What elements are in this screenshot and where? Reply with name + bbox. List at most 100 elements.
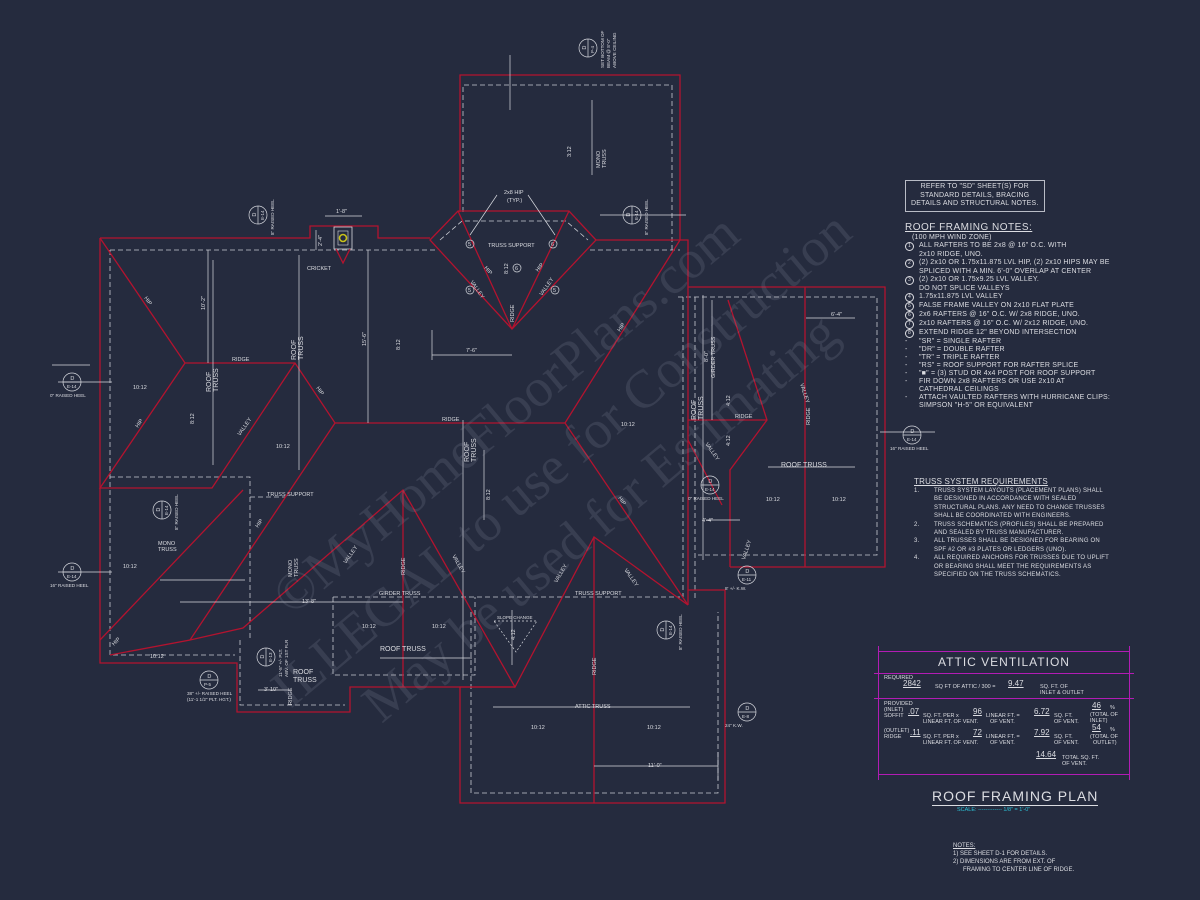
truss-requirements-heading: TRUSS SYSTEM REQUIREMENTS — [914, 477, 1048, 486]
note-number: 4. — [914, 555, 920, 562]
note-text: TRUSS SCHEMATICS (PROFILES) SHALL BE PRE… — [934, 521, 1104, 528]
dimension-label: 3'-10" — [264, 687, 278, 693]
note-marks: 5 6 6 5 5 6 — [465, 239, 560, 295]
pitch-label: 10:12 — [432, 624, 446, 630]
hip-label: HIP — [482, 265, 493, 276]
callout-detail: D — [582, 46, 588, 50]
note-number: 3. — [914, 538, 920, 545]
note-marker: 1. — [914, 487, 934, 495]
note-text: SPECIFIED ON THE TRUSS SCHEMATICS. — [934, 572, 1061, 579]
callout-note: 16" RAISED HEEL — [890, 446, 929, 451]
note-text: OR BEARING SHALL MEET THE REQUIREMENTS A… — [934, 563, 1092, 570]
hip-label: HIP — [111, 636, 122, 647]
callout-note: 8" RAISED HEEL — [174, 494, 179, 530]
note-text: FIR DOWN 2x8 RAFTERS OR USE 2x10 AT — [919, 378, 1066, 385]
ridge-label: RIDGE — [442, 417, 460, 423]
note-number: - — [905, 354, 908, 361]
callout-sheet: E-14 — [260, 210, 265, 220]
ridge-label: RIDGE — [232, 357, 250, 363]
note-marker: - — [905, 378, 919, 386]
ridge-text: LINEAR FT. = — [986, 734, 1020, 740]
dimension-label: 13'-8" — [302, 599, 316, 605]
ridge-percent: 54 — [1092, 723, 1101, 732]
total-vent-text: OF VENT. — [1062, 761, 1087, 767]
required-label: REQUIRED — [884, 675, 914, 681]
pitch-label: 4:12 — [511, 629, 517, 640]
callout-sheet: P-4 — [590, 46, 595, 54]
dimension-label: 11'-0" — [648, 763, 662, 769]
note-item: SPLICED WITH A MIN. 6'-0" OVERLAP AT CEN… — [905, 268, 1110, 276]
hip-callout-leaders — [469, 194, 556, 236]
refer-line: DETAILS AND STRUCTURAL NOTES. — [911, 200, 1039, 207]
hip-callout-typ: (TYP.) — [507, 198, 522, 204]
roof-text: ROOF — [291, 340, 298, 360]
note-marker — [905, 285, 919, 293]
pitch-label: 10:12 — [276, 444, 290, 450]
note-text: "■" = (3) STUD OR 4x4 POST FOR ROOF SUPP… — [919, 370, 1096, 377]
ridge-text: (TOTAL OF — [1090, 734, 1119, 740]
note-text: EXTEND RIDGE 12" BEYOND INTERSECTION — [919, 329, 1077, 336]
hip-label: HIP — [617, 322, 627, 333]
roof-notes-heading: ROOF FRAMING NOTES: — [905, 222, 1033, 233]
note-text: DO NOT SPLICE VALLEYS — [919, 285, 1010, 292]
callout-note: SET BOTTOM OF — [600, 30, 605, 68]
soffit-text: OF VENT. — [1054, 719, 1079, 725]
truss-text: TRUSS — [158, 547, 177, 553]
pitch-label: 8:12 — [190, 413, 196, 424]
note-item: -"DR" = DOUBLE RAFTER — [905, 346, 1110, 354]
attic-ventilation-table: ATTIC VENTILATION REQUIRED 2842 SQ FT OF… — [874, 646, 1134, 780]
mono-truss-label: MONO TRUSS — [158, 541, 177, 553]
pitch-label: 3:12 — [567, 146, 573, 157]
note-text: FALSE FRAME VALLEY ON 2x10 FLAT PLATE — [919, 302, 1074, 309]
dimension-label: 2'-4" — [318, 235, 324, 246]
callout-detail: D — [745, 569, 749, 575]
callout-sheet: E-14 — [907, 437, 917, 442]
dimension-label: 6'-4" — [831, 312, 842, 318]
note-mark: 6 — [551, 242, 554, 248]
girder-truss-label: GIRDER TRUSS — [379, 591, 421, 597]
ridge-label: RIDGE — [735, 414, 753, 420]
soffit-text: OF VENT. — [990, 719, 1015, 725]
callout-note: (11'-1 1/2" PLT. HGT.) — [187, 697, 231, 702]
callout-detail: D — [70, 376, 74, 382]
note-marker: 4 — [905, 293, 919, 302]
roof-text: ROOF — [293, 669, 313, 676]
soffit-label: SOFFIT — [884, 713, 904, 719]
note-marker — [905, 268, 919, 276]
note-text: SPLICED WITH A MIN. 6'-0" OVERLAP AT CEN… — [919, 268, 1092, 275]
note-marker: 8 — [905, 329, 919, 338]
note-text: (2) 2x10 OR 1.75x9.25 LVL VALLEY. — [919, 276, 1039, 283]
dimension-label: 8'-0" — [704, 351, 710, 362]
roof-truss-label: ROOF TRUSS — [380, 646, 426, 653]
ridge-vent-label: (OUTLET) — [884, 728, 910, 734]
pitch-label: 8:12 — [504, 263, 510, 274]
ridge-sqft: 7.92 — [1034, 728, 1050, 737]
note-marker — [914, 546, 934, 554]
note-item: CATHEDRAL CEILINGS — [905, 386, 1110, 394]
pitch-label: 10:12 — [621, 422, 635, 428]
provided-label: PROVIDED — [884, 701, 913, 707]
note-item: -FIR DOWN 2x8 RAFTERS OR USE 2x10 AT — [905, 378, 1110, 386]
note-text: STRUCTURAL PLANS. ANY NEED TO CHANGE TRU… — [934, 504, 1105, 511]
note-marker — [914, 563, 934, 571]
note-marker: 5 — [905, 302, 919, 311]
valley-label: VALLEY — [741, 539, 753, 561]
callout-sheet: E-11 — [742, 577, 752, 582]
note-marker: 3. — [914, 537, 934, 545]
detail-callout: DE-140" RAISED HEEL — [688, 475, 724, 501]
girder-truss-label: GIRDER TRUSS — [711, 336, 717, 378]
note-number: 5 — [905, 302, 914, 311]
note-mark: 5 — [468, 288, 471, 294]
note-marker — [914, 504, 934, 512]
callout-sheet: E-14 — [705, 487, 715, 492]
callout-sheet: E-8 — [742, 714, 750, 719]
roof-truss-label: ROOF TRUSS — [781, 462, 827, 469]
callout-note: 38" +/- RAISED HEEL — [187, 691, 233, 696]
notes-heading: NOTES: — [953, 843, 976, 849]
ridge-text: LINEAR FT. OF VENT. — [923, 740, 979, 746]
mono-text: MONO — [288, 559, 294, 577]
